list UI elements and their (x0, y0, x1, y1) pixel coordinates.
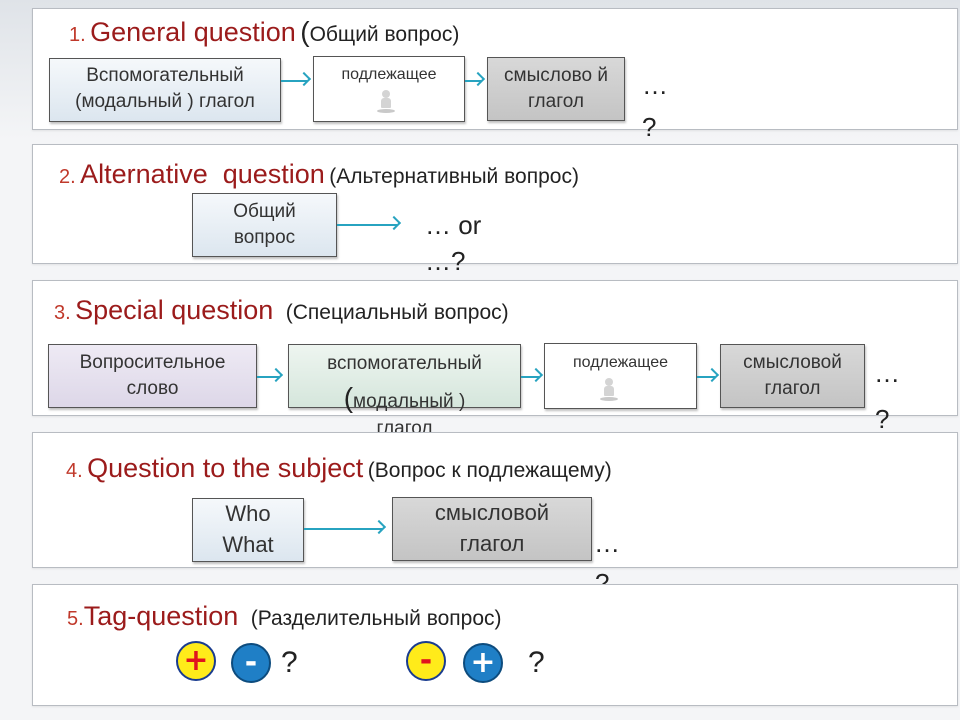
section-number: 2. (59, 166, 76, 188)
main-verb-box: смысловой глагол (392, 497, 592, 561)
ellipsis: … (874, 358, 900, 388)
section-number: 1. (69, 24, 86, 46)
flow-arrow (697, 376, 715, 378)
question-mark: ? (642, 112, 657, 142)
section-number: 4. (66, 460, 83, 482)
box-label: смыслово й глагол (504, 65, 608, 112)
main-verb-box: смысловой глагол (720, 344, 865, 408)
question-ellipsis: …? (425, 246, 466, 276)
flow-arrow (304, 528, 382, 530)
question-mark: ? (875, 404, 890, 434)
flow-arrow (465, 80, 481, 82)
section-heading: 1. General question (Общий вопрос) (69, 16, 460, 47)
section-title-en: Question to the subject (87, 453, 364, 483)
section-title-en: General question (90, 17, 296, 47)
ellipsis: … (594, 528, 620, 558)
section-number: 3. (54, 302, 71, 324)
section-title-ru: (Разделительный вопрос) (250, 607, 502, 630)
section-title-ru: Общий вопрос (309, 23, 453, 46)
person-icon (598, 378, 620, 402)
general-question-box: Общий вопрос (192, 193, 337, 257)
flow-arrow (337, 224, 397, 226)
question-mark: ? (528, 646, 545, 679)
box-label: смысловой глагол (743, 352, 842, 399)
or-ellipsis: … or (425, 210, 482, 240)
minus-sign-icon: - (231, 643, 271, 683)
auxiliary-verb-box: вспомогательный (модальный ) глагол (288, 344, 521, 439)
person-icon (375, 90, 397, 114)
flow-arrow (521, 376, 539, 378)
ellipsis: … (642, 70, 668, 100)
flow-arrow (257, 376, 279, 378)
box-label: вспомогательный (327, 353, 482, 374)
box-label: подлежащее (341, 66, 437, 83)
section-title-ru: (Альтернативный вопрос) (329, 165, 579, 188)
section-heading: 3. Special question (Специальный вопрос) (54, 295, 509, 326)
box-label: Общий вопрос (233, 201, 296, 248)
who-what-box: Who What (192, 498, 304, 562)
subject-box: подлежащее (544, 343, 697, 409)
section-title-ru: (Специальный вопрос) (285, 301, 509, 324)
box-label: смысловой глагол (434, 500, 550, 556)
plus-sign-icon: + (176, 641, 216, 681)
question-word-box: Вопросительное слово (48, 344, 257, 408)
box-label: подлежащее (573, 354, 668, 371)
section-title-en: Tag-question (83, 601, 239, 631)
box-label-modal: модальный (353, 390, 454, 412)
minus-sign-icon: - (406, 641, 446, 681)
main-verb-box: смыслово й глагол (487, 57, 625, 121)
section-heading: 2. Alternative question (Альтернативный … (59, 159, 579, 190)
section-title-ru: (Вопрос к подлежащему) (367, 459, 612, 482)
flow-arrow (281, 80, 307, 82)
plus-sign-icon: + (463, 643, 503, 683)
section-heading: 5.Tag-question (Разделительный вопрос) (67, 601, 502, 632)
box-label-who: Who (225, 501, 271, 527)
box-label: Вспомогательный (модальный ) глагол (75, 65, 255, 112)
section-title-en: Special question (75, 295, 274, 325)
section-heading: 4. Question to the subject (Вопрос к под… (66, 453, 612, 484)
section-number: 5. (67, 608, 84, 630)
section-alternative-question: 2. Alternative question (Альтернативный … (32, 144, 958, 264)
section-title-en: Alternative question (80, 159, 325, 189)
auxiliary-verb-box: Вспомогательный (модальный ) глагол (49, 58, 281, 122)
box-label: Вопросительное слово (79, 352, 226, 399)
box-label-what: What (222, 532, 274, 557)
question-mark: ? (281, 646, 298, 679)
